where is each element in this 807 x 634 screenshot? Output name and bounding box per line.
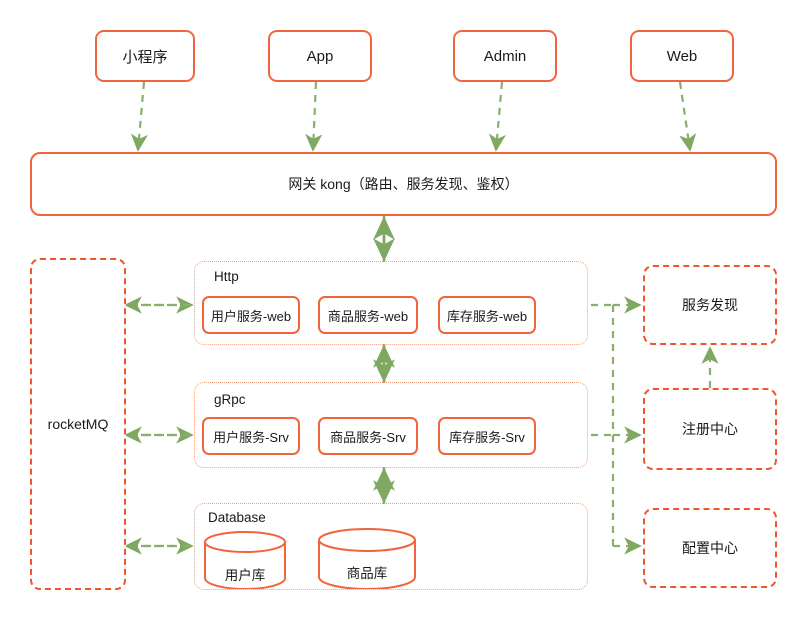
layer-label-database: Database bbox=[208, 510, 266, 525]
rocketmq-label: rocketMQ bbox=[47, 416, 109, 432]
edge-web-kong bbox=[678, 81, 697, 152]
client-box-miniprogram[interactable]: 小程序 bbox=[95, 30, 195, 82]
client-box-admin[interactable]: Admin bbox=[453, 30, 557, 82]
layer-group-http bbox=[194, 261, 588, 345]
layer-group-database bbox=[194, 503, 588, 590]
edge-miniprogram-kong bbox=[130, 81, 148, 152]
gateway-label: 网关 kong（路由、服务发现、鉴权） bbox=[288, 176, 519, 192]
service-chip-stock-srv[interactable]: 库存服务-Srv bbox=[438, 417, 536, 455]
rocketmq-box[interactable]: rocketMQ bbox=[30, 258, 126, 590]
service-label-user-srv: 用户服务-Srv bbox=[213, 429, 289, 445]
client-label-web: Web bbox=[666, 47, 698, 65]
cylinder-icon bbox=[318, 528, 416, 590]
service-label-stock-web: 库存服务-web bbox=[446, 308, 528, 324]
service-chip-product-srv[interactable]: 商品服务-Srv bbox=[318, 417, 418, 455]
client-box-app[interactable]: App bbox=[268, 30, 372, 82]
service-chip-product-web[interactable]: 商品服务-web bbox=[318, 296, 418, 334]
layer-label-grpc: gRpc bbox=[214, 392, 246, 407]
service-chip-stock-web[interactable]: 库存服务-web bbox=[438, 296, 536, 334]
layer-group-grpc bbox=[194, 382, 588, 468]
layer-label-http: Http bbox=[214, 269, 239, 284]
infra-box-registry-center[interactable]: 注册中心 bbox=[643, 388, 777, 470]
database-label-user-db: 用户库 bbox=[224, 568, 266, 583]
database-label-product-db: 商品库 bbox=[346, 566, 388, 581]
edge-app-kong bbox=[305, 81, 323, 152]
gateway-box-kong[interactable]: 网关 kong（路由、服务发现、鉴权） bbox=[30, 152, 777, 216]
database-cylinder-product-db[interactable]: 商品库 bbox=[317, 528, 417, 590]
infra-box-config-center[interactable]: 配置中心 bbox=[643, 508, 777, 588]
infra-label-config-center: 配置中心 bbox=[682, 540, 738, 556]
service-label-stock-srv: 库存服务-Srv bbox=[449, 429, 525, 445]
client-label-app: App bbox=[306, 47, 334, 65]
database-cylinder-user-db[interactable]: 用户库 bbox=[203, 531, 287, 590]
service-label-product-srv: 商品服务-Srv bbox=[330, 429, 406, 445]
client-box-web[interactable]: Web bbox=[630, 30, 734, 82]
service-label-product-web: 商品服务-web bbox=[327, 308, 409, 324]
infra-label-registry-center: 注册中心 bbox=[682, 421, 738, 437]
service-label-user-web: 用户服务-web bbox=[210, 308, 292, 324]
service-chip-user-web[interactable]: 用户服务-web bbox=[202, 296, 300, 334]
edge-admin-kong bbox=[488, 81, 506, 152]
cylinder-icon bbox=[204, 531, 286, 590]
infra-label-service-discovery: 服务发现 bbox=[682, 297, 738, 313]
client-label-admin: Admin bbox=[483, 47, 527, 65]
client-label-miniprogram: 小程序 bbox=[122, 48, 168, 66]
infra-box-service-discovery[interactable]: 服务发现 bbox=[643, 265, 777, 345]
service-chip-user-srv[interactable]: 用户服务-Srv bbox=[202, 417, 300, 455]
